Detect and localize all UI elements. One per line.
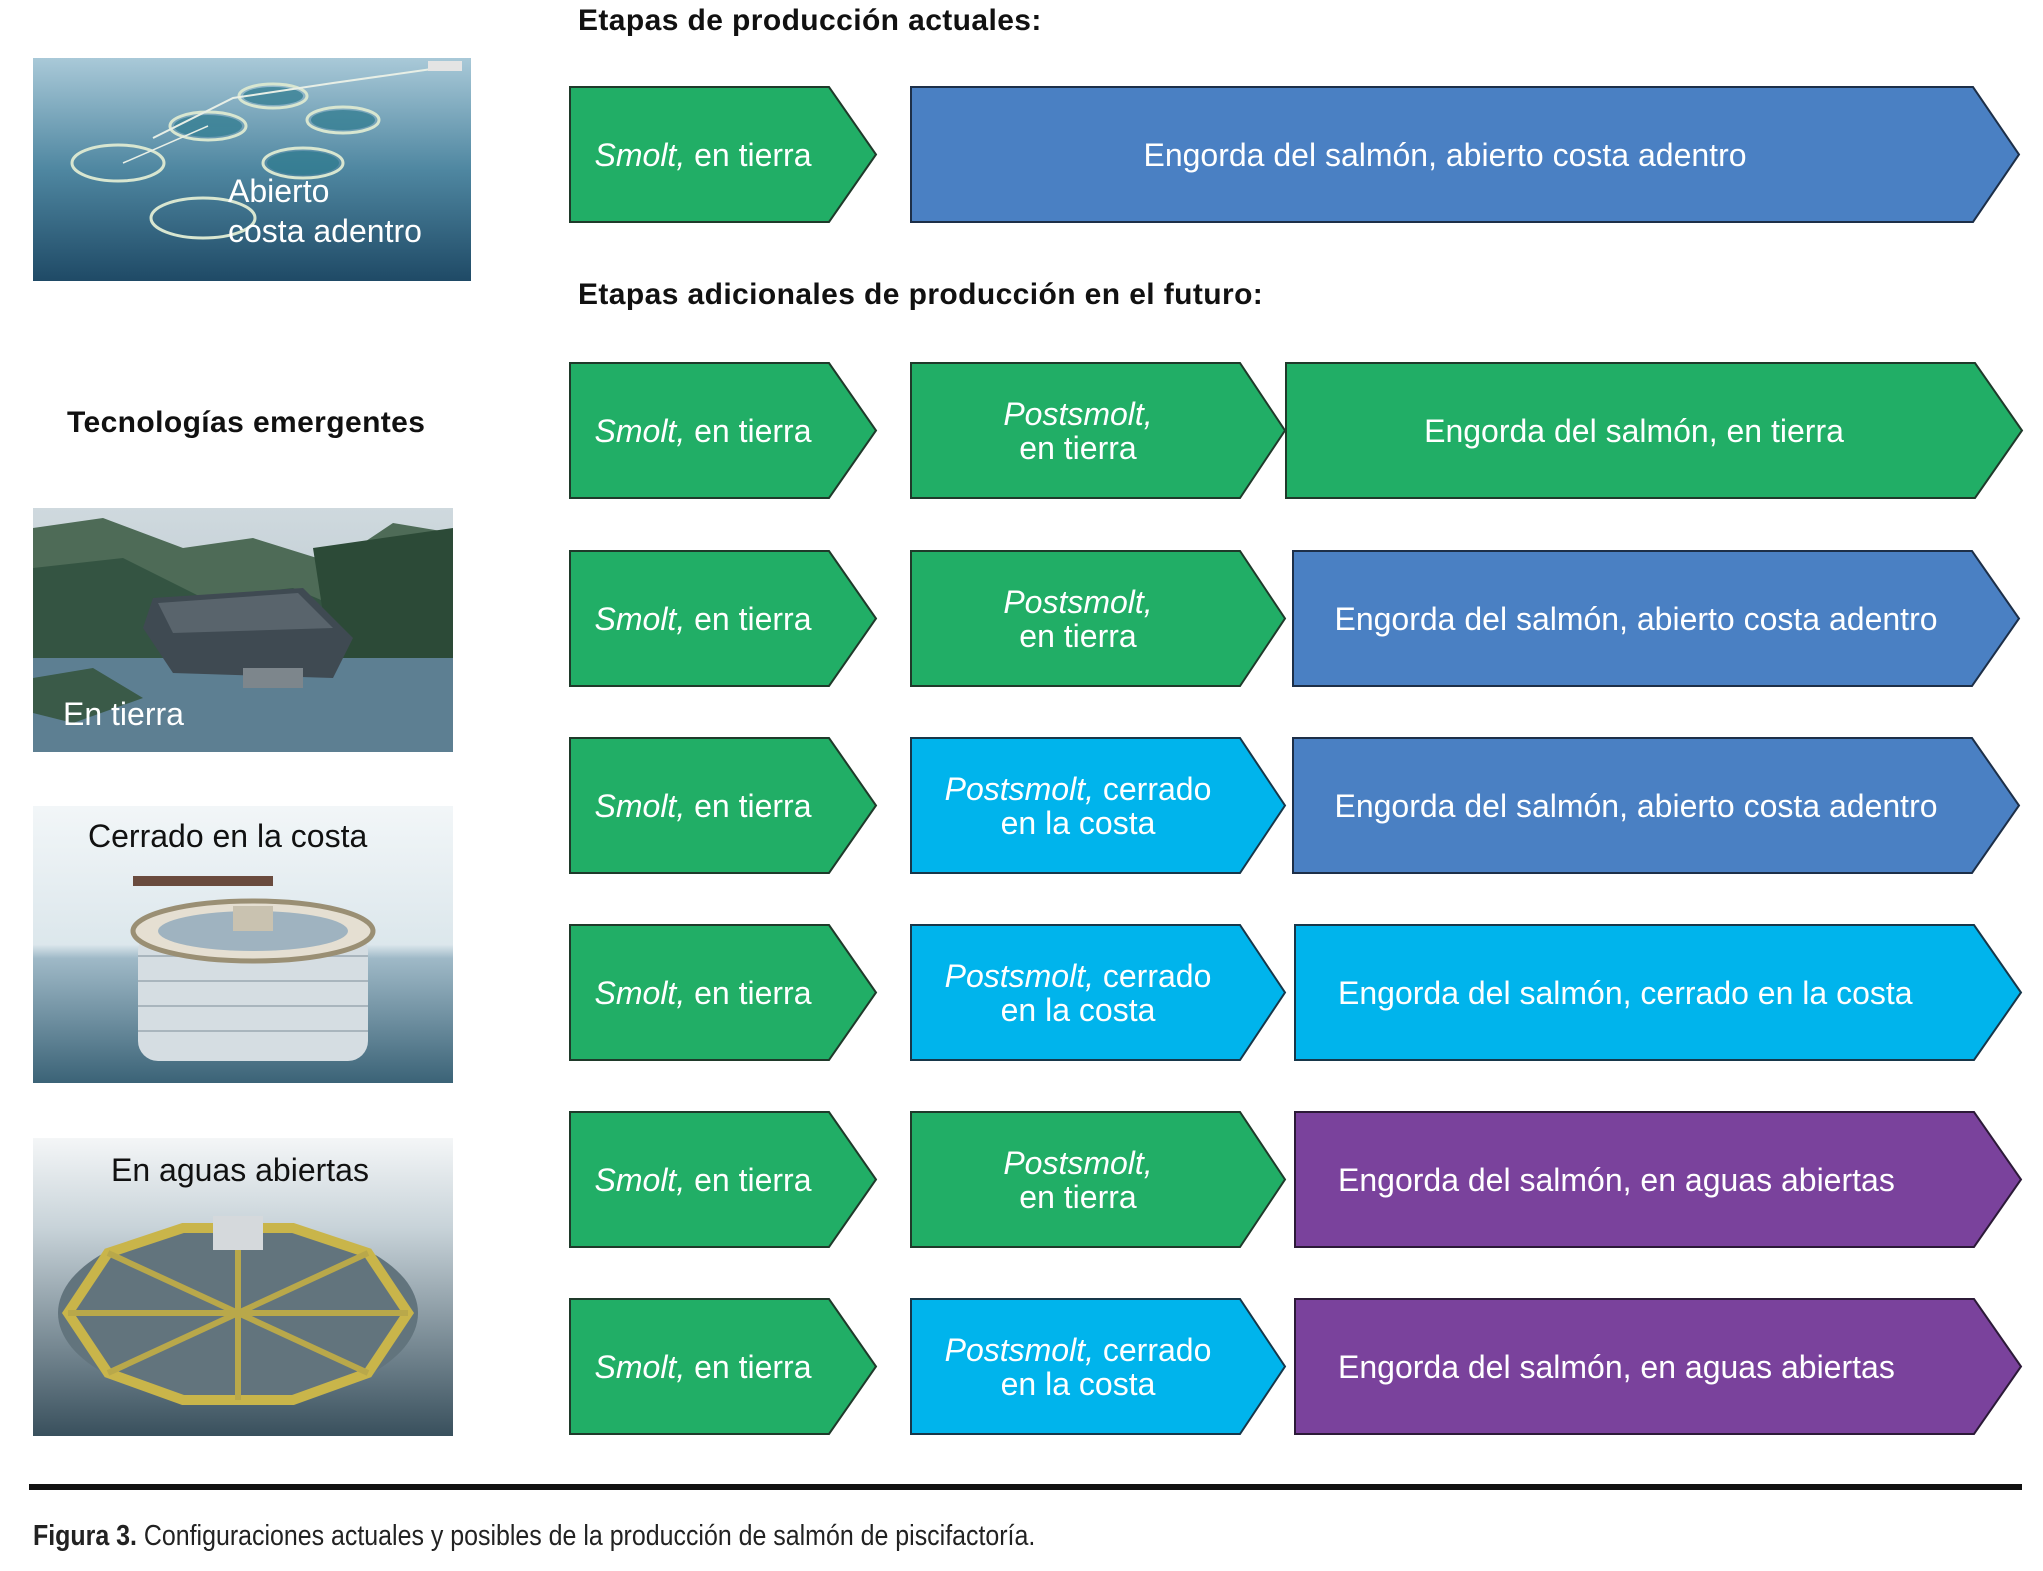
stage-row1-postsmolt-land: Postsmolt,en tierra (910, 362, 1287, 499)
heading-emerging-technologies: Tecnologías emergentes (67, 406, 426, 439)
heading-future-stages: Etapas adicionales de producción en el f… (578, 278, 1264, 311)
photo-closed-containment: Cerrado en la costa (33, 806, 453, 1083)
photo-offshore-pens: Abierto costa adentro (33, 58, 471, 281)
caption-divider (29, 1484, 2022, 1490)
stage-row5-smolt: Smolt, en tierra (569, 1111, 878, 1248)
caption-label: Figura 3. (33, 1520, 137, 1552)
photo-land-facility: En tierra (33, 508, 453, 752)
stage-row3-growout-offshore: Engorda del salmón, abierto costa adentr… (1292, 737, 2021, 874)
caption-text: Configuraciones actuales y posibles de l… (136, 1520, 1036, 1552)
stage-row3-smolt: Smolt, en tierra (569, 737, 878, 874)
stage-row4-smolt: Smolt, en tierra (569, 924, 878, 1061)
stage-row5-growout-open-water: Engorda del salmón, en aguas abiertas (1294, 1111, 2023, 1248)
figure-caption: Figura 3. Configuraciones actuales y pos… (33, 1520, 1035, 1553)
stage-row6-smolt: Smolt, en tierra (569, 1298, 878, 1435)
stage-row2-growout-offshore: Engorda del salmón, abierto costa adentr… (1292, 550, 2021, 687)
photo-offshore-label: Abierto costa adentro (228, 173, 422, 249)
photo-open-water-pen: En aguas abiertas (33, 1138, 453, 1436)
heading-current-stages: Etapas de producción actuales: (578, 4, 1042, 37)
stage-row1-growout-land: Engorda del salmón, en tierra (1285, 362, 2024, 499)
stage-row6-growout-open-water: Engorda del salmón, en aguas abiertas (1294, 1298, 2023, 1435)
stage-current-smolt: Smolt, en tierra (569, 86, 878, 223)
photo-closed-label: Cerrado en la costa (88, 818, 368, 854)
open-water-pen-illustration (33, 1138, 453, 1436)
stage-row1-smolt: Smolt, en tierra (569, 362, 878, 499)
stage-row2-smolt: Smolt, en tierra (569, 550, 878, 687)
photo-land-label: En tierra (63, 696, 184, 732)
offshore-pens-illustration (33, 58, 471, 281)
photo-open-water-label: En aguas abiertas (111, 1152, 369, 1188)
stage-row4-growout-closed: Engorda del salmón, cerrado en la costa (1294, 924, 2023, 1061)
stage-current-growout-offshore: Engorda del salmón, abierto costa adentr… (910, 86, 2021, 223)
closed-containment-illustration (33, 806, 453, 1083)
land-facility-illustration (33, 508, 453, 752)
stage-row5-postsmolt-land: Postsmolt,en tierra (910, 1111, 1287, 1248)
stage-row2-postsmolt-land: Postsmolt,en tierra (910, 550, 1287, 687)
